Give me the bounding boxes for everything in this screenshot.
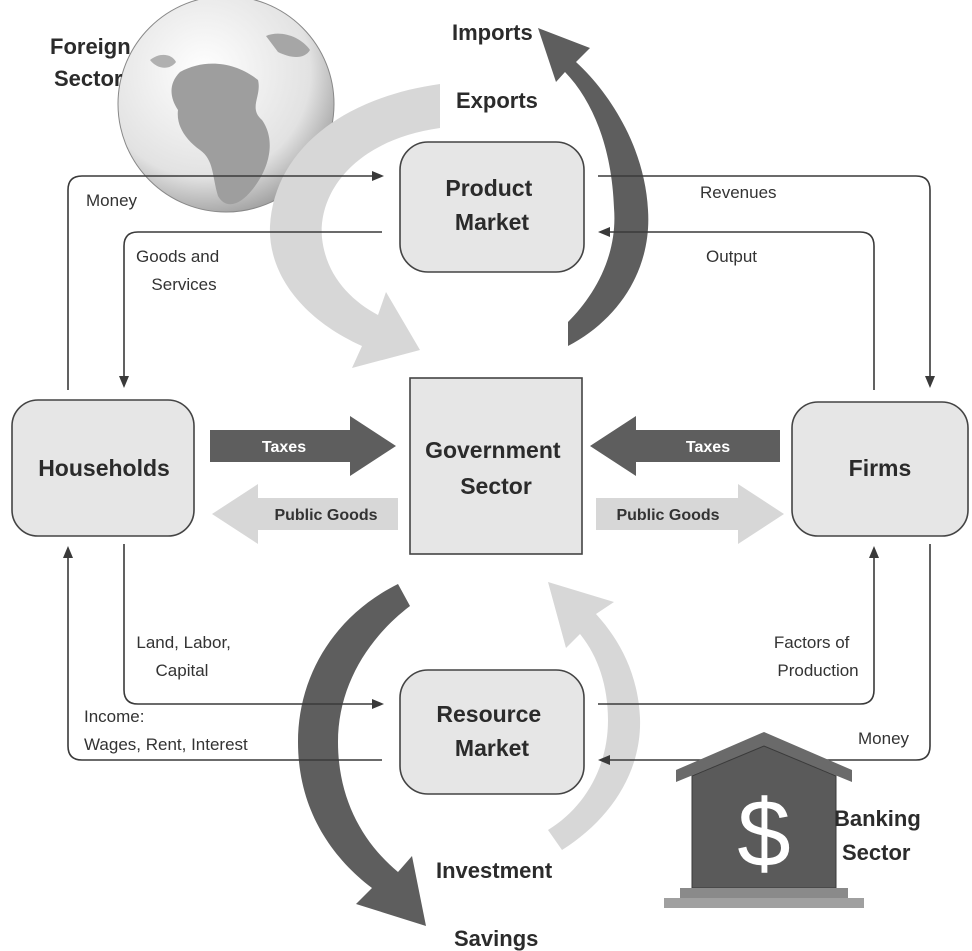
dollar-sign: $ [737, 780, 790, 887]
foreign-line1: Foreign [50, 34, 131, 59]
foreign-sector-label: Foreign Sector [50, 34, 137, 91]
taxes-left-arrow [210, 416, 396, 476]
imports-label: Imports [452, 20, 533, 45]
taxes-right-label: Taxes [686, 439, 730, 456]
product-market-line2: Market [455, 209, 529, 235]
resource-market-line1: Resource [436, 701, 541, 727]
firms-box [791, 401, 969, 537]
land-labor-capital-line1: Land, Labor, [136, 633, 231, 652]
resource-market-box [399, 669, 585, 795]
foreign-line2: Sector [54, 66, 123, 91]
product-market-label: Product Market [445, 175, 538, 235]
savings-arrow [298, 584, 426, 926]
goods-services-line2: Services [151, 275, 216, 294]
exports-arrow [269, 84, 440, 368]
money-top-label: Money [86, 191, 138, 210]
public-goods-left-arrow [212, 484, 398, 544]
taxes-right-arrow [590, 416, 780, 476]
bank-icon: $ [664, 732, 864, 908]
investment-label: Investment [436, 858, 553, 883]
globe-icon [117, 0, 335, 213]
public-goods-right-label: Public Goods [616, 507, 719, 524]
income-label: Income: Wages, Rent, Interest [84, 707, 248, 754]
resource-market-line2: Market [455, 735, 529, 761]
goods-services-label: Goods and Services [136, 247, 224, 294]
goods-services-line1: Goods and [136, 247, 219, 266]
factors-line1: Factors of [774, 633, 850, 652]
government-label: Government Sector [425, 437, 567, 499]
taxes-left-label: Taxes [262, 439, 306, 456]
government-line1: Government [425, 437, 561, 463]
output-label: Output [706, 247, 757, 266]
banking-line1: Banking [834, 806, 921, 831]
households-box [11, 399, 195, 537]
product-market-box [399, 141, 585, 273]
factors-label: Factors of Production [774, 633, 859, 680]
government-box [409, 377, 583, 555]
investment-arrow [548, 582, 641, 850]
households-label: Households [38, 455, 170, 481]
flow-lines [63, 171, 935, 765]
money-bottom-label: Money [858, 729, 910, 748]
savings-label: Savings [454, 926, 538, 951]
income-line1: Income: [84, 707, 144, 726]
public-goods-right-arrow [596, 484, 784, 544]
land-labor-capital-label: Land, Labor, Capital [136, 633, 235, 680]
firms-label: Firms [849, 455, 912, 481]
exports-label: Exports [456, 88, 538, 113]
land-labor-capital-line2: Capital [156, 661, 209, 680]
banking-sector-label: Banking Sector [834, 806, 927, 865]
product-market-line1: Product [445, 175, 532, 201]
factors-line2: Production [777, 661, 858, 680]
government-line2: Sector [460, 473, 532, 499]
revenues-label: Revenues [700, 183, 777, 202]
income-line2: Wages, Rent, Interest [84, 735, 248, 754]
imports-arrow [538, 28, 649, 346]
public-goods-left-label: Public Goods [274, 507, 377, 524]
banking-line2: Sector [842, 840, 911, 865]
resource-market-label: Resource Market [436, 701, 547, 761]
